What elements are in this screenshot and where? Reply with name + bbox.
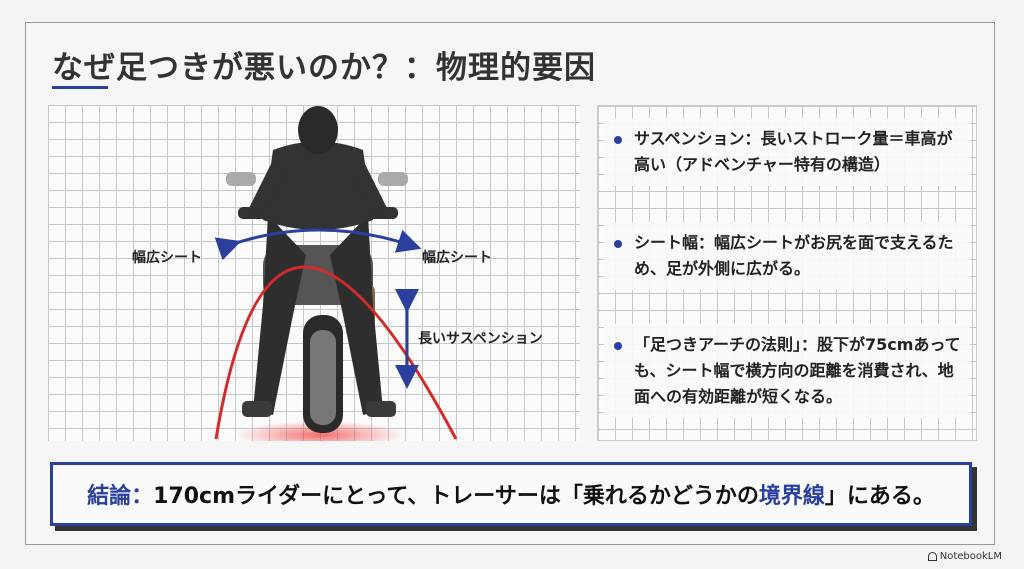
conclusion-text: 170cmライダーにとって、トレーサーは「乗れるかどうかの <box>153 484 759 509</box>
notebooklm-icon <box>927 552 937 561</box>
rider-torso <box>263 141 373 230</box>
conclusion-lead: 結論： <box>87 484 154 509</box>
bullet-item: サスペンション：長いストローク量＝車高が高い（アドベンチャー特有の構造） <box>604 118 970 186</box>
left-leg <box>253 215 306 415</box>
suspension-label: 長いサスペンション <box>418 331 543 347</box>
right-mirror <box>378 172 408 186</box>
title-underline <box>52 86 108 89</box>
explanation-panel: サスペンション：長いストローク量＝車高が高い（アドベンチャー特有の構造） シート… <box>597 105 977 441</box>
rider-and-bike <box>226 106 408 433</box>
motorcycle-illustration <box>214 106 458 441</box>
notebooklm-label: NotebookLM <box>939 551 1002 562</box>
notebooklm-logo: NotebookLM <box>927 551 1002 562</box>
bullet-text: シート幅：幅広シートがお尻を面で支えるため、足が外側に広がる。 <box>634 233 954 278</box>
seat-width-label-left: 幅広シート <box>132 250 202 266</box>
conclusion-box: 結論： 170cmライダーにとって、トレーサーは「乗れるかどうかの 境界線 」に… <box>50 462 972 526</box>
slide-title: なぜ足つきが悪いのか？：物理的要因 <box>52 50 596 86</box>
bullet-dot-icon <box>614 342 622 350</box>
bullet-text: サスペンション：長いストローク量＝車高が高い（アドベンチャー特有の構造） <box>634 129 953 174</box>
bullet-dot-icon <box>614 136 622 144</box>
seat-width-label-right: 幅広シート <box>422 250 492 266</box>
right-leg <box>330 215 383 415</box>
left-mirror <box>226 172 256 186</box>
seat-width-arrow <box>214 228 422 261</box>
helmet <box>298 106 338 154</box>
bullet-item: シート幅：幅広シートがお尻を面で支えるため、足が外側に広がる。 <box>604 222 970 290</box>
illustration-panel: 幅広シート 幅広シート 長いサスペンション <box>48 105 580 441</box>
conclusion-highlight: 境界線 <box>758 484 825 509</box>
conclusion-text-end: 」にある。 <box>824 484 935 509</box>
bullet-text: 「足つきアーチの法則」：股下が75cmあっても、シート幅で横方向の距離を消費され… <box>634 335 961 406</box>
bullet-dot-icon <box>614 240 622 248</box>
bullet-item: 「足つきアーチの法則」：股下が75cmあっても、シート幅で横方向の距離を消費され… <box>604 324 970 418</box>
